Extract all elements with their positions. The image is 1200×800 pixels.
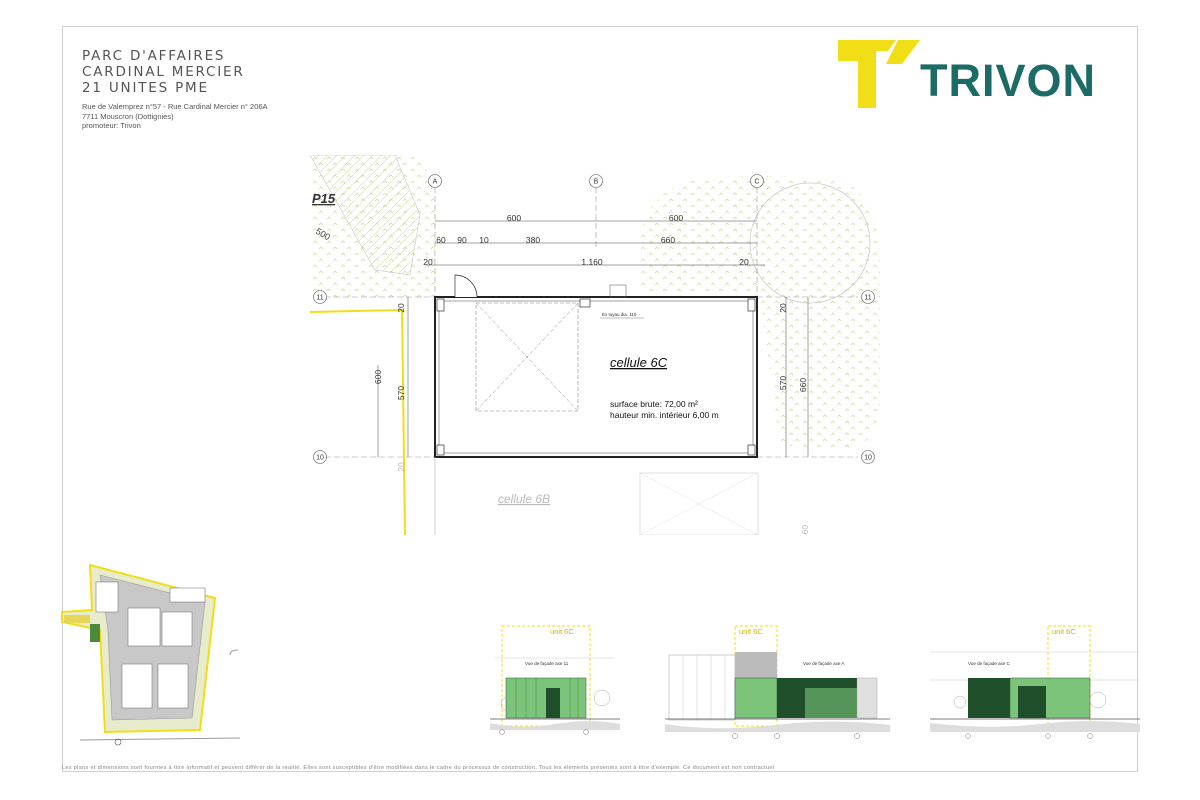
green-area-right <box>640 176 880 450</box>
elevation-axis-c: unit 6C Vue de façade axe C <box>930 625 1140 739</box>
sheet-border <box>62 26 1138 772</box>
address-city: 7711 Mouscron (Dottignies) <box>82 111 174 121</box>
floor-plan: A B C 11 11 10 10 P15 500 600 600 60 90 … <box>310 155 880 535</box>
height-text: hauteur min. intérieur 6,00 m <box>610 410 719 420</box>
surface-text: surface brute: 72,00 m² <box>610 399 698 409</box>
axis-label-11-left: 11 <box>316 295 323 302</box>
dim-380: 380 <box>526 235 540 245</box>
axis-label-11-right: 11 <box>864 295 871 302</box>
disclaimer: Les plans et dimensions sont fournies à … <box>62 765 775 771</box>
project-header: PARC D'AFFAIRES CARDINAL MERCIER 21 UNIT… <box>82 48 268 131</box>
elevation-1-unit: unit 6C <box>550 627 574 636</box>
dim-90: 90 <box>457 235 467 245</box>
cell-6c-inner-wall <box>438 300 754 454</box>
dim-10: 10 <box>479 235 489 245</box>
dim-left-570: 570 <box>396 386 406 400</box>
parcel-label: P15 <box>312 191 336 206</box>
dim-1160: 1.160 <box>581 257 603 267</box>
elevation-axis-11: unit 6C Vue de façade axe 11 <box>490 625 620 735</box>
trivon-mark-icon <box>838 40 920 108</box>
elevation-3-view: Vue de façade axe C <box>968 661 1011 666</box>
door-swing <box>454 274 478 298</box>
hatched-parcel <box>310 155 421 276</box>
dim-60: 60 <box>436 235 446 245</box>
dim-bottom-360: 360 <box>800 525 810 535</box>
elevation-axis-a: unit 6C Vue de façade axe A <box>665 625 890 739</box>
project-title-line1: PARC D'AFFAIRES <box>82 48 226 64</box>
project-title-line2: CARDINAL MERCIER <box>82 64 245 80</box>
dim-right-660: 660 <box>798 378 808 392</box>
axis-label-c: C <box>754 179 759 186</box>
elevation-3-unit: unit 6C <box>1052 627 1076 636</box>
promoter: promoteur: Trivon <box>82 121 141 130</box>
site-plan-thumbnail <box>61 563 241 746</box>
trivon-logo: TRIVON <box>836 38 1128 110</box>
logo-wordmark: TRIVON <box>920 55 1097 106</box>
project-title-line3: 21 UNITES PME <box>82 80 209 96</box>
dim-top-right: 600 <box>669 213 683 223</box>
overhead-door-zone <box>475 302 579 412</box>
axis-label-10-right: 10 <box>864 455 872 462</box>
dim-left-20: 20 <box>396 303 406 313</box>
cell-name: cellule 6C <box>610 355 668 370</box>
cell-6c-walls <box>434 296 758 458</box>
elevation-2-view: Vue de façade axe A <box>803 661 844 666</box>
dim-20-left: 20 <box>423 257 433 267</box>
elevation-1-view: Vue de façade axe 11 <box>525 661 569 666</box>
elevation-2-unit: unit 6C <box>739 627 763 636</box>
dim-660: 660 <box>661 235 675 245</box>
axis-label-10-left: 10 <box>316 455 324 462</box>
neighbor-cell-label: cellule 6B <box>498 492 550 506</box>
dim-left-600: 600 <box>373 370 383 384</box>
axis-label-a: A <box>433 179 438 186</box>
pipe-note: Ex tuyau dia. 110 <box>602 312 637 317</box>
yellow-boundary <box>310 308 406 535</box>
axis-label-b: B <box>594 179 599 186</box>
dim-right-20: 20 <box>778 303 788 313</box>
dim-bottom-20: 20 <box>396 462 406 472</box>
dim-top-left: 600 <box>507 213 521 223</box>
address-street: Rue de Valemprez n°57 - Rue Cardinal Mer… <box>82 102 268 111</box>
dim-20-right: 20 <box>739 257 749 267</box>
dim-right-570: 570 <box>778 376 788 390</box>
